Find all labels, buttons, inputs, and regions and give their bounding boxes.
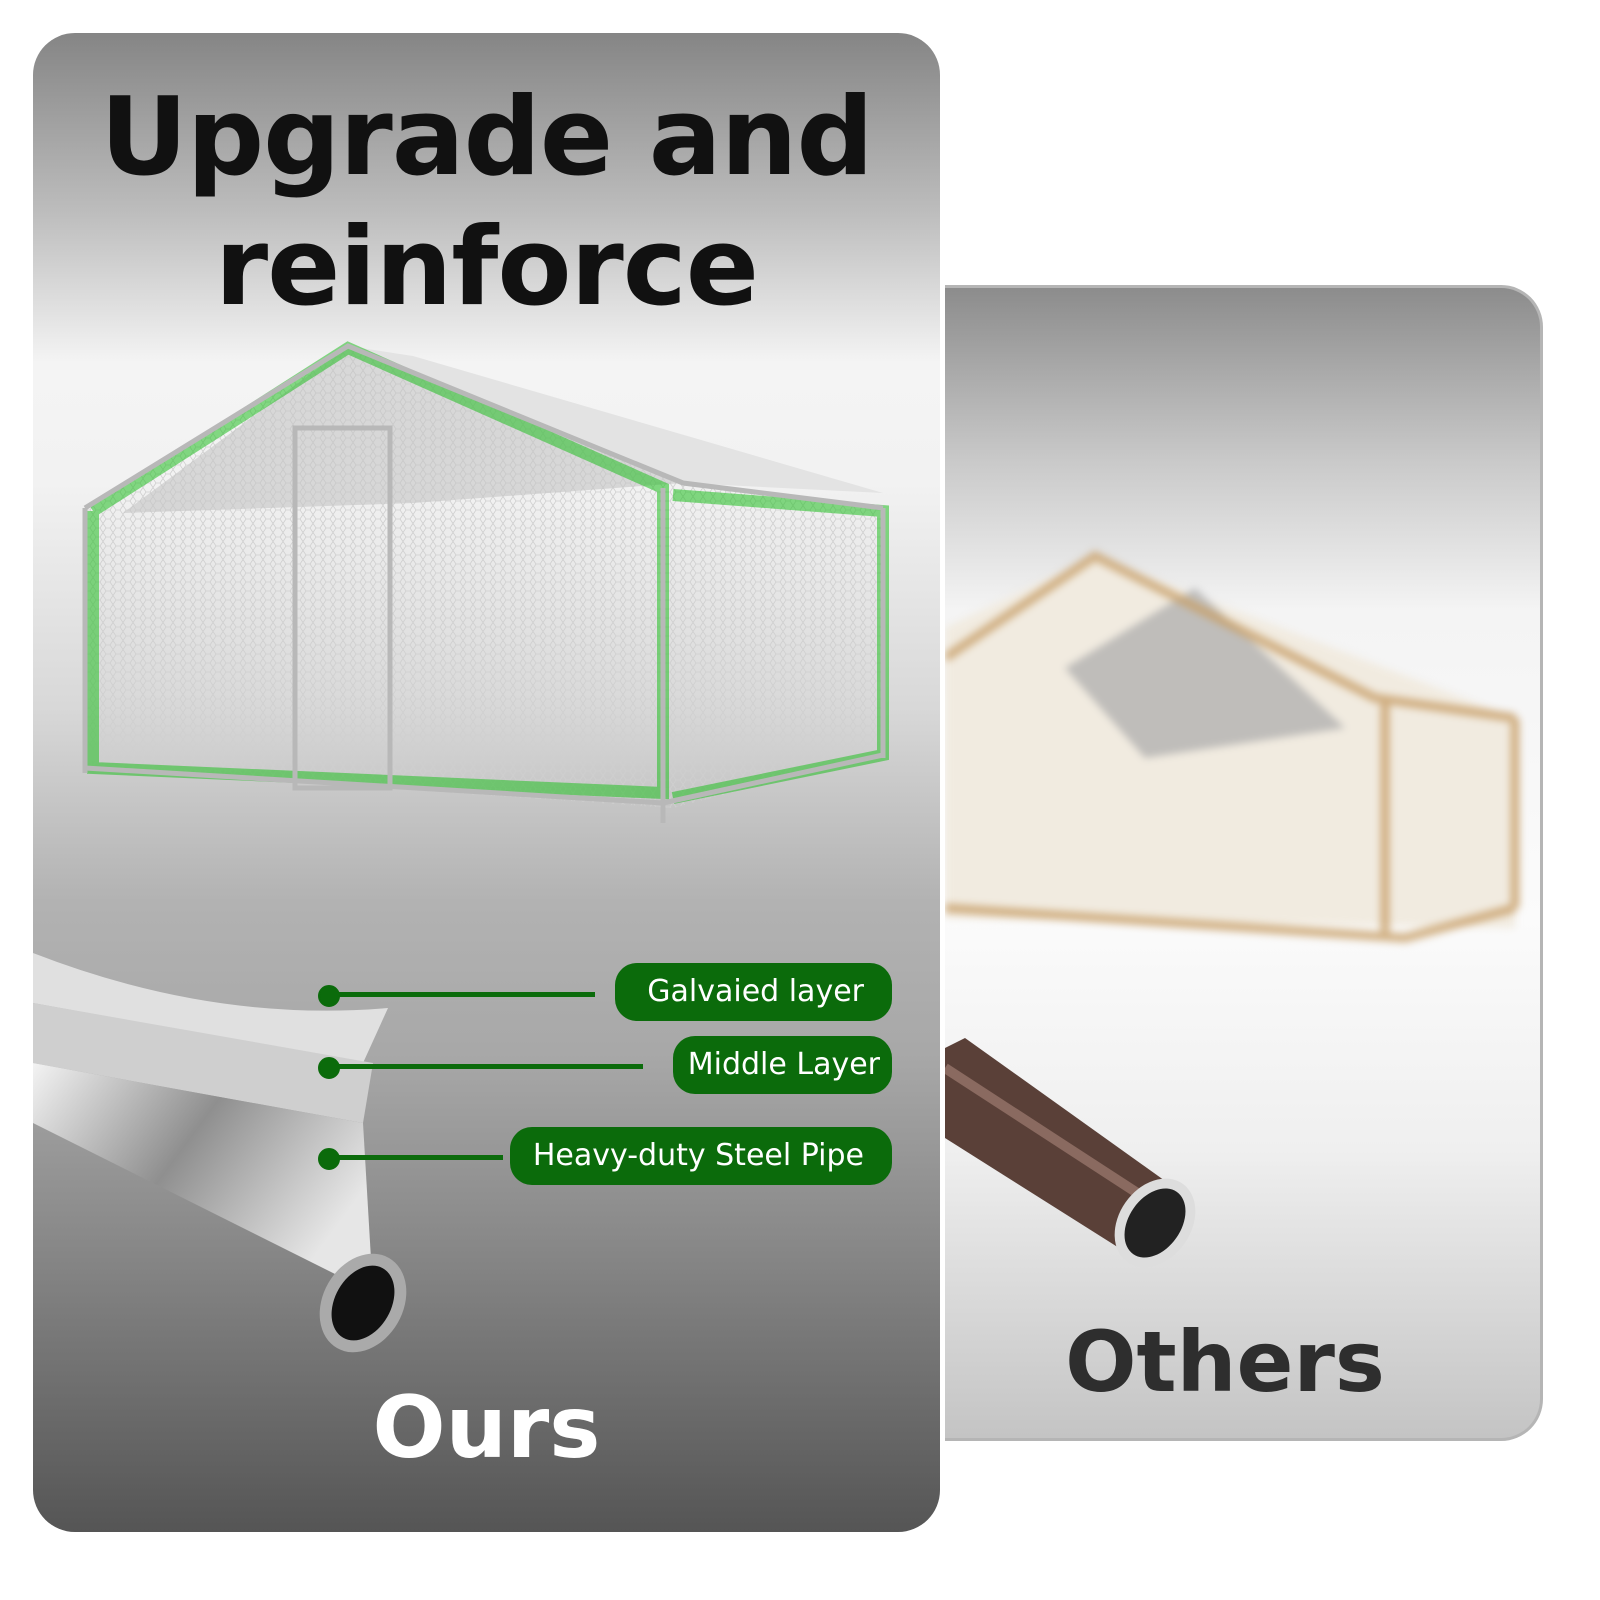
ours-label: Ours (372, 1378, 601, 1478)
callout-middle-layer: Middle Layer (673, 1036, 892, 1094)
coop-others-image (945, 550, 1520, 943)
rusty-pipe-image (945, 1038, 1196, 1268)
others-label: Others (1065, 1313, 1385, 1411)
others-panel: Others (945, 285, 1543, 1441)
coop-ours-image (82, 341, 889, 823)
callout-galvanized-layer: Galvaied layer (615, 963, 892, 1021)
callout-line-steel-pipe (333, 1155, 503, 1160)
headline: Upgrade and reinforce (100, 75, 874, 330)
ours-panel: Upgrade and reinforce Galvaied layer Mid… (33, 33, 940, 1532)
callout-line-middle (333, 1064, 643, 1069)
pipe-layers-image (33, 953, 407, 1353)
callout-line-galvanized (333, 992, 595, 997)
callout-heavy-duty-steel-pipe: Heavy-duty Steel Pipe (510, 1127, 892, 1185)
